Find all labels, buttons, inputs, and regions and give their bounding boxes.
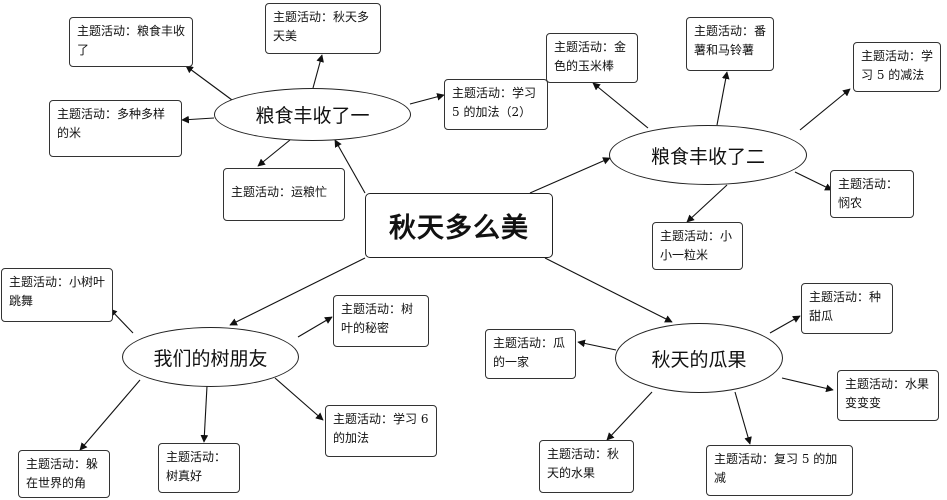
connector-b2-4 xyxy=(794,171,833,191)
activity-box: 主题活动：小小一粒米 xyxy=(652,222,743,270)
activity-box: 主题活动：秋天的水果 xyxy=(539,440,634,493)
connector-b3-3 xyxy=(274,377,324,421)
connector-b1-5 xyxy=(257,139,291,167)
connector-b4-5 xyxy=(606,391,653,441)
connector-b1-3 xyxy=(409,93,445,105)
activity-box: 主题活动：树真好 xyxy=(158,443,240,493)
activity-box: 主题活动：学习 5 的减法 xyxy=(853,42,941,92)
activity-box: 主题活动：番薯和马铃薯 xyxy=(686,17,774,71)
connector-b2-1 xyxy=(592,82,649,129)
connector-b3-4 xyxy=(200,385,209,443)
connector-b3-1 xyxy=(109,308,134,334)
activity-box: 主题活动：躲在世界的角 xyxy=(18,450,110,498)
branch-hub-autumn-fruits: 秋天的瓜果 xyxy=(615,323,783,393)
activity-box: 主题活动：种甜瓜 xyxy=(801,283,893,334)
branch-hub-grain-1: 粮食丰收了一 xyxy=(214,88,411,141)
connector-b4-3 xyxy=(781,377,834,393)
branch-hub-tree-friends: 我们的树朋友 xyxy=(122,327,299,387)
connector-b1-4 xyxy=(181,115,215,124)
connector-b2-2 xyxy=(716,71,730,126)
activity-box: 主题活动：树叶的秘密 xyxy=(333,295,429,347)
activity-box: 主题活动：水果变变变 xyxy=(837,370,939,421)
connector-b3-5 xyxy=(79,379,141,451)
activity-box: 主题活动：悯农 xyxy=(830,170,914,218)
activity-box: 主题活动：多种多样的米 xyxy=(49,100,182,157)
connector-b2-5 xyxy=(686,184,728,223)
connector-b4-2 xyxy=(577,339,617,351)
branch-hub-grain-2: 粮食丰收了二 xyxy=(609,125,807,185)
connector-center-b3 xyxy=(229,257,366,326)
connector-b4-1 xyxy=(769,315,801,334)
activity-box: 主题活动：运粮忙 xyxy=(223,168,345,221)
connector-b4-4 xyxy=(734,391,752,445)
connector-center-b1 xyxy=(334,139,366,194)
activity-box: 主题活动：秋天多天美 xyxy=(265,3,381,54)
connector-b1-1 xyxy=(185,65,233,101)
connector-center-b4 xyxy=(544,257,673,323)
connector-b1-2 xyxy=(312,54,324,89)
activity-box: 主题活动：学习 6 的加法 xyxy=(325,405,437,457)
center-topic: 秋天多么美 xyxy=(365,193,553,258)
connector-b2-3 xyxy=(799,88,851,131)
activity-box: 主题活动：复习 5 的加减 xyxy=(706,445,853,496)
activity-box: 主题活动：小树叶跳舞 xyxy=(1,268,113,322)
connector-center-b2 xyxy=(529,157,611,194)
activity-box: 主题活动：粮食丰收了 xyxy=(69,17,193,67)
connector-b3-2 xyxy=(297,316,333,338)
activity-box: 主题活动：瓜的一家 xyxy=(485,329,576,379)
activity-box: 主题活动：金色的玉米棒 xyxy=(546,33,638,83)
activity-box: 主题活动：学习5 的加法（2） xyxy=(444,79,548,130)
